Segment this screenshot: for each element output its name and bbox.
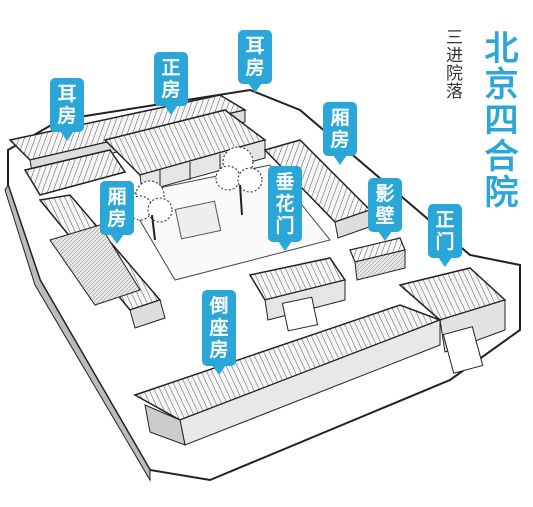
label-erfang-left: 耳房 [50,78,84,141]
tree-right [215,146,263,216]
label-chuihuamen-text: 垂花门 [275,171,295,237]
label-yingbi-text: 影壁 [375,183,395,227]
label-daozuofang-text: 倒座房 [209,295,229,361]
label-erfang-left-text: 耳房 [57,83,77,127]
label-chuihuamen: 垂花门 [268,166,302,251]
label-zhengfang: 正房 [154,52,188,115]
yingbi-wall [349,237,406,281]
left-wing [23,149,166,329]
front-row-rooms [133,304,443,446]
tree-left [127,180,173,241]
label-erfang-right-text: 耳房 [245,35,265,79]
label-xiangfang-left: 厢房 [100,181,134,244]
chuihuamen-gate [248,257,347,332]
page-title: 北京四合院 [478,30,518,210]
label-zhengmen-text: 正门 [435,209,455,253]
label-zhengfang-text: 正房 [161,57,181,101]
label-yingbi: 影壁 [368,178,402,241]
page-subtitle: 三进院落 [442,28,462,100]
label-xiangfang-right-text: 厢房 [330,107,350,151]
main-gate [398,267,507,374]
label-zhengmen: 正门 [428,204,462,267]
label-erfang-right: 耳房 [238,30,272,93]
label-xiangfang-left-text: 厢房 [107,186,127,230]
label-xiangfang-right: 厢房 [323,102,357,165]
label-daozuofang: 倒座房 [202,290,236,375]
